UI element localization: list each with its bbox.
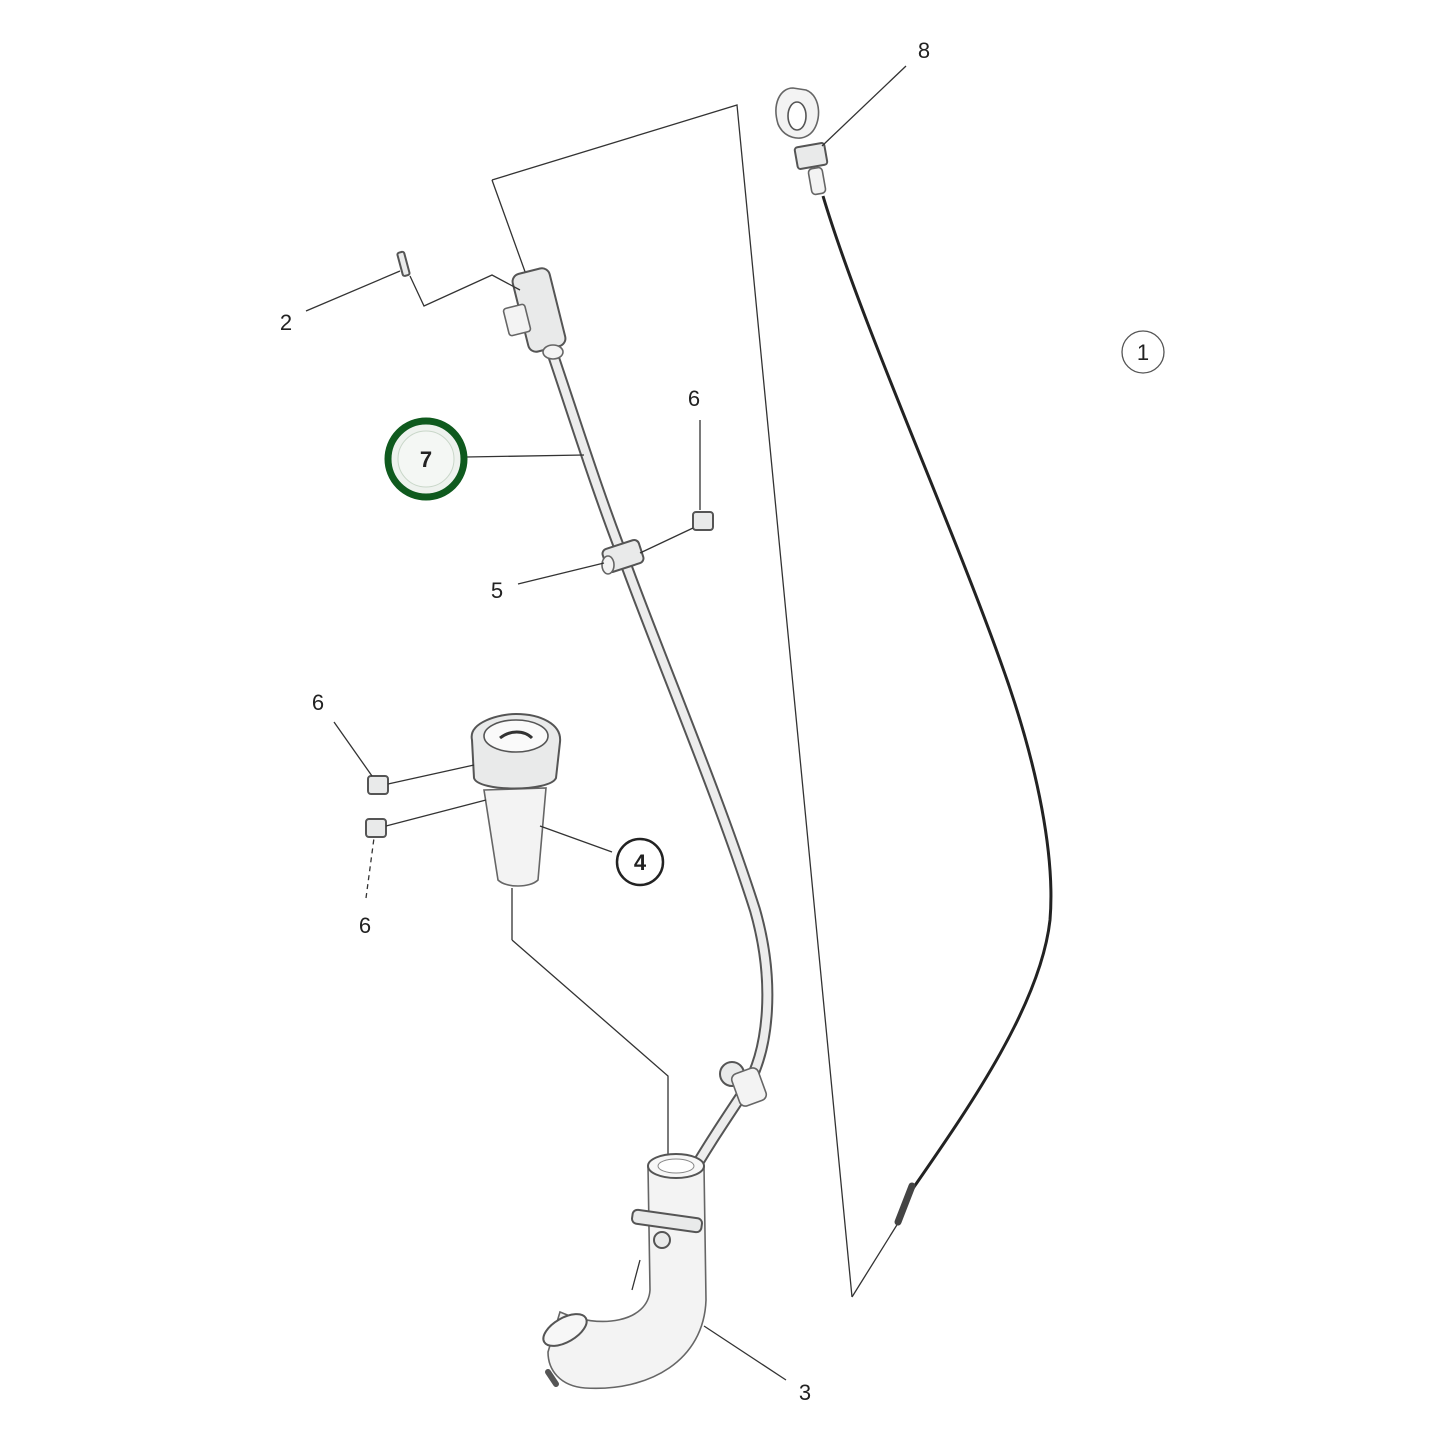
callout-1: 1 [1121,330,1165,374]
callout-2-label: 2 [280,310,292,335]
filler-neck-part-4 [470,712,669,1160]
callout-1-label: 1 [1137,340,1149,365]
callout-3-label: 3 [799,1380,811,1405]
callout-4: 4 [615,837,665,887]
callout-6-top-label: 6 [688,386,700,411]
assembly-group-lines [491,104,901,1298]
bolt-part-6-bottom [365,799,487,838]
guide-tube-part-7 [502,267,774,1186]
callout-7-highlighted[interactable]: 7 [384,417,468,501]
callout-4-label: 4 [634,850,647,875]
callout-5-label: 5 [491,578,503,603]
elbow-pipe-part-3 [542,1153,707,1390]
leader-lines [305,65,907,1381]
callout-6-bottom-label: 6 [359,913,371,938]
dipstick-part-8 [775,87,1053,1226]
clip-part-5 [601,539,645,575]
pin-part-2 [396,250,521,307]
callout-6-mid-label: 6 [312,690,324,715]
bolt-part-6-mid [367,764,475,795]
callout-8-label: 8 [918,38,930,63]
callout-7-label: 7 [420,447,432,472]
bolt-part-6-top [639,420,714,554]
